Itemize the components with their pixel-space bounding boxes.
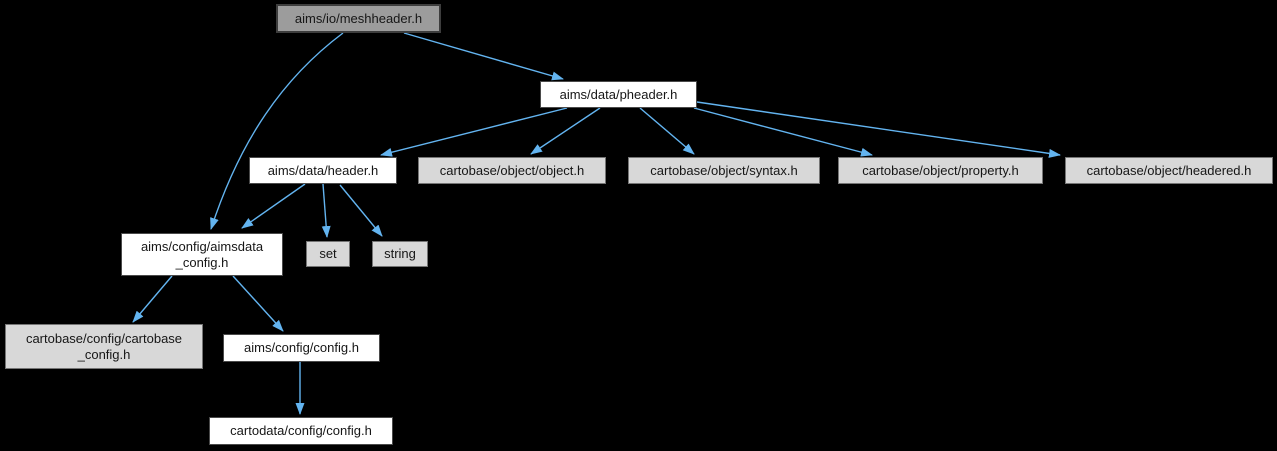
node-label: set bbox=[319, 246, 337, 261]
node-label: aims/config/config.h bbox=[244, 340, 359, 355]
edge-pheader-headered bbox=[696, 101, 1061, 158]
node-label: _config.h bbox=[77, 346, 131, 362]
node-pheader[interactable]: aims/data/pheader.h bbox=[540, 81, 697, 108]
node-syntax: cartobase/object/syntax.h bbox=[628, 157, 820, 184]
node-label: aims/io/meshheader.h bbox=[294, 10, 423, 26]
edge-header-set bbox=[321, 183, 331, 238]
node-aims_config[interactable]: aims/config/config.h bbox=[223, 334, 380, 362]
edge-pheader-object bbox=[530, 107, 601, 155]
node-headered: cartobase/object/headered.h bbox=[1065, 157, 1273, 184]
edge-meshheader-aimsdata_config bbox=[210, 32, 344, 230]
node-label: _config.h bbox=[175, 254, 229, 270]
node-meshheader: aims/io/meshheader.h bbox=[276, 4, 441, 33]
node-label: cartobase/object/headered.h bbox=[1086, 162, 1252, 178]
edge-aimsdata_config-aims_config bbox=[232, 275, 284, 332]
edge-pheader-header bbox=[380, 107, 568, 157]
node-string: string bbox=[372, 241, 428, 267]
edge-meshheader-pheader bbox=[403, 32, 564, 81]
node-cartodata_config[interactable]: cartodata/config/config.h bbox=[209, 417, 393, 445]
node-label: string bbox=[384, 246, 416, 261]
node-label: cartodata/config/config.h bbox=[230, 423, 372, 438]
edge-aimsdata_config-cartobase_config bbox=[132, 275, 173, 323]
edge-header-string bbox=[339, 184, 383, 237]
edge-pheader-property bbox=[693, 107, 873, 157]
node-header[interactable]: aims/data/header.h bbox=[249, 157, 397, 184]
node-label: cartobase/config/cartobase bbox=[25, 330, 183, 346]
node-cartobase_config: cartobase/config/cartobase_config.h bbox=[5, 324, 203, 369]
node-label: aims/data/pheader.h bbox=[559, 86, 678, 102]
node-property: cartobase/object/property.h bbox=[838, 157, 1043, 184]
node-aimsdata_config[interactable]: aims/config/aimsdata_config.h bbox=[121, 233, 283, 276]
edge-header-aimsdata_config bbox=[241, 183, 306, 229]
node-label: aims/config/aimsdata bbox=[140, 238, 264, 254]
node-object: cartobase/object/object.h bbox=[418, 157, 606, 184]
node-label: cartobase/object/property.h bbox=[862, 162, 1019, 178]
node-label: cartobase/object/syntax.h bbox=[650, 162, 798, 178]
edge-pheader-syntax bbox=[639, 107, 695, 155]
node-label: cartobase/object/object.h bbox=[439, 162, 585, 178]
node-label: aims/data/header.h bbox=[267, 162, 379, 178]
node-set: set bbox=[306, 241, 350, 267]
